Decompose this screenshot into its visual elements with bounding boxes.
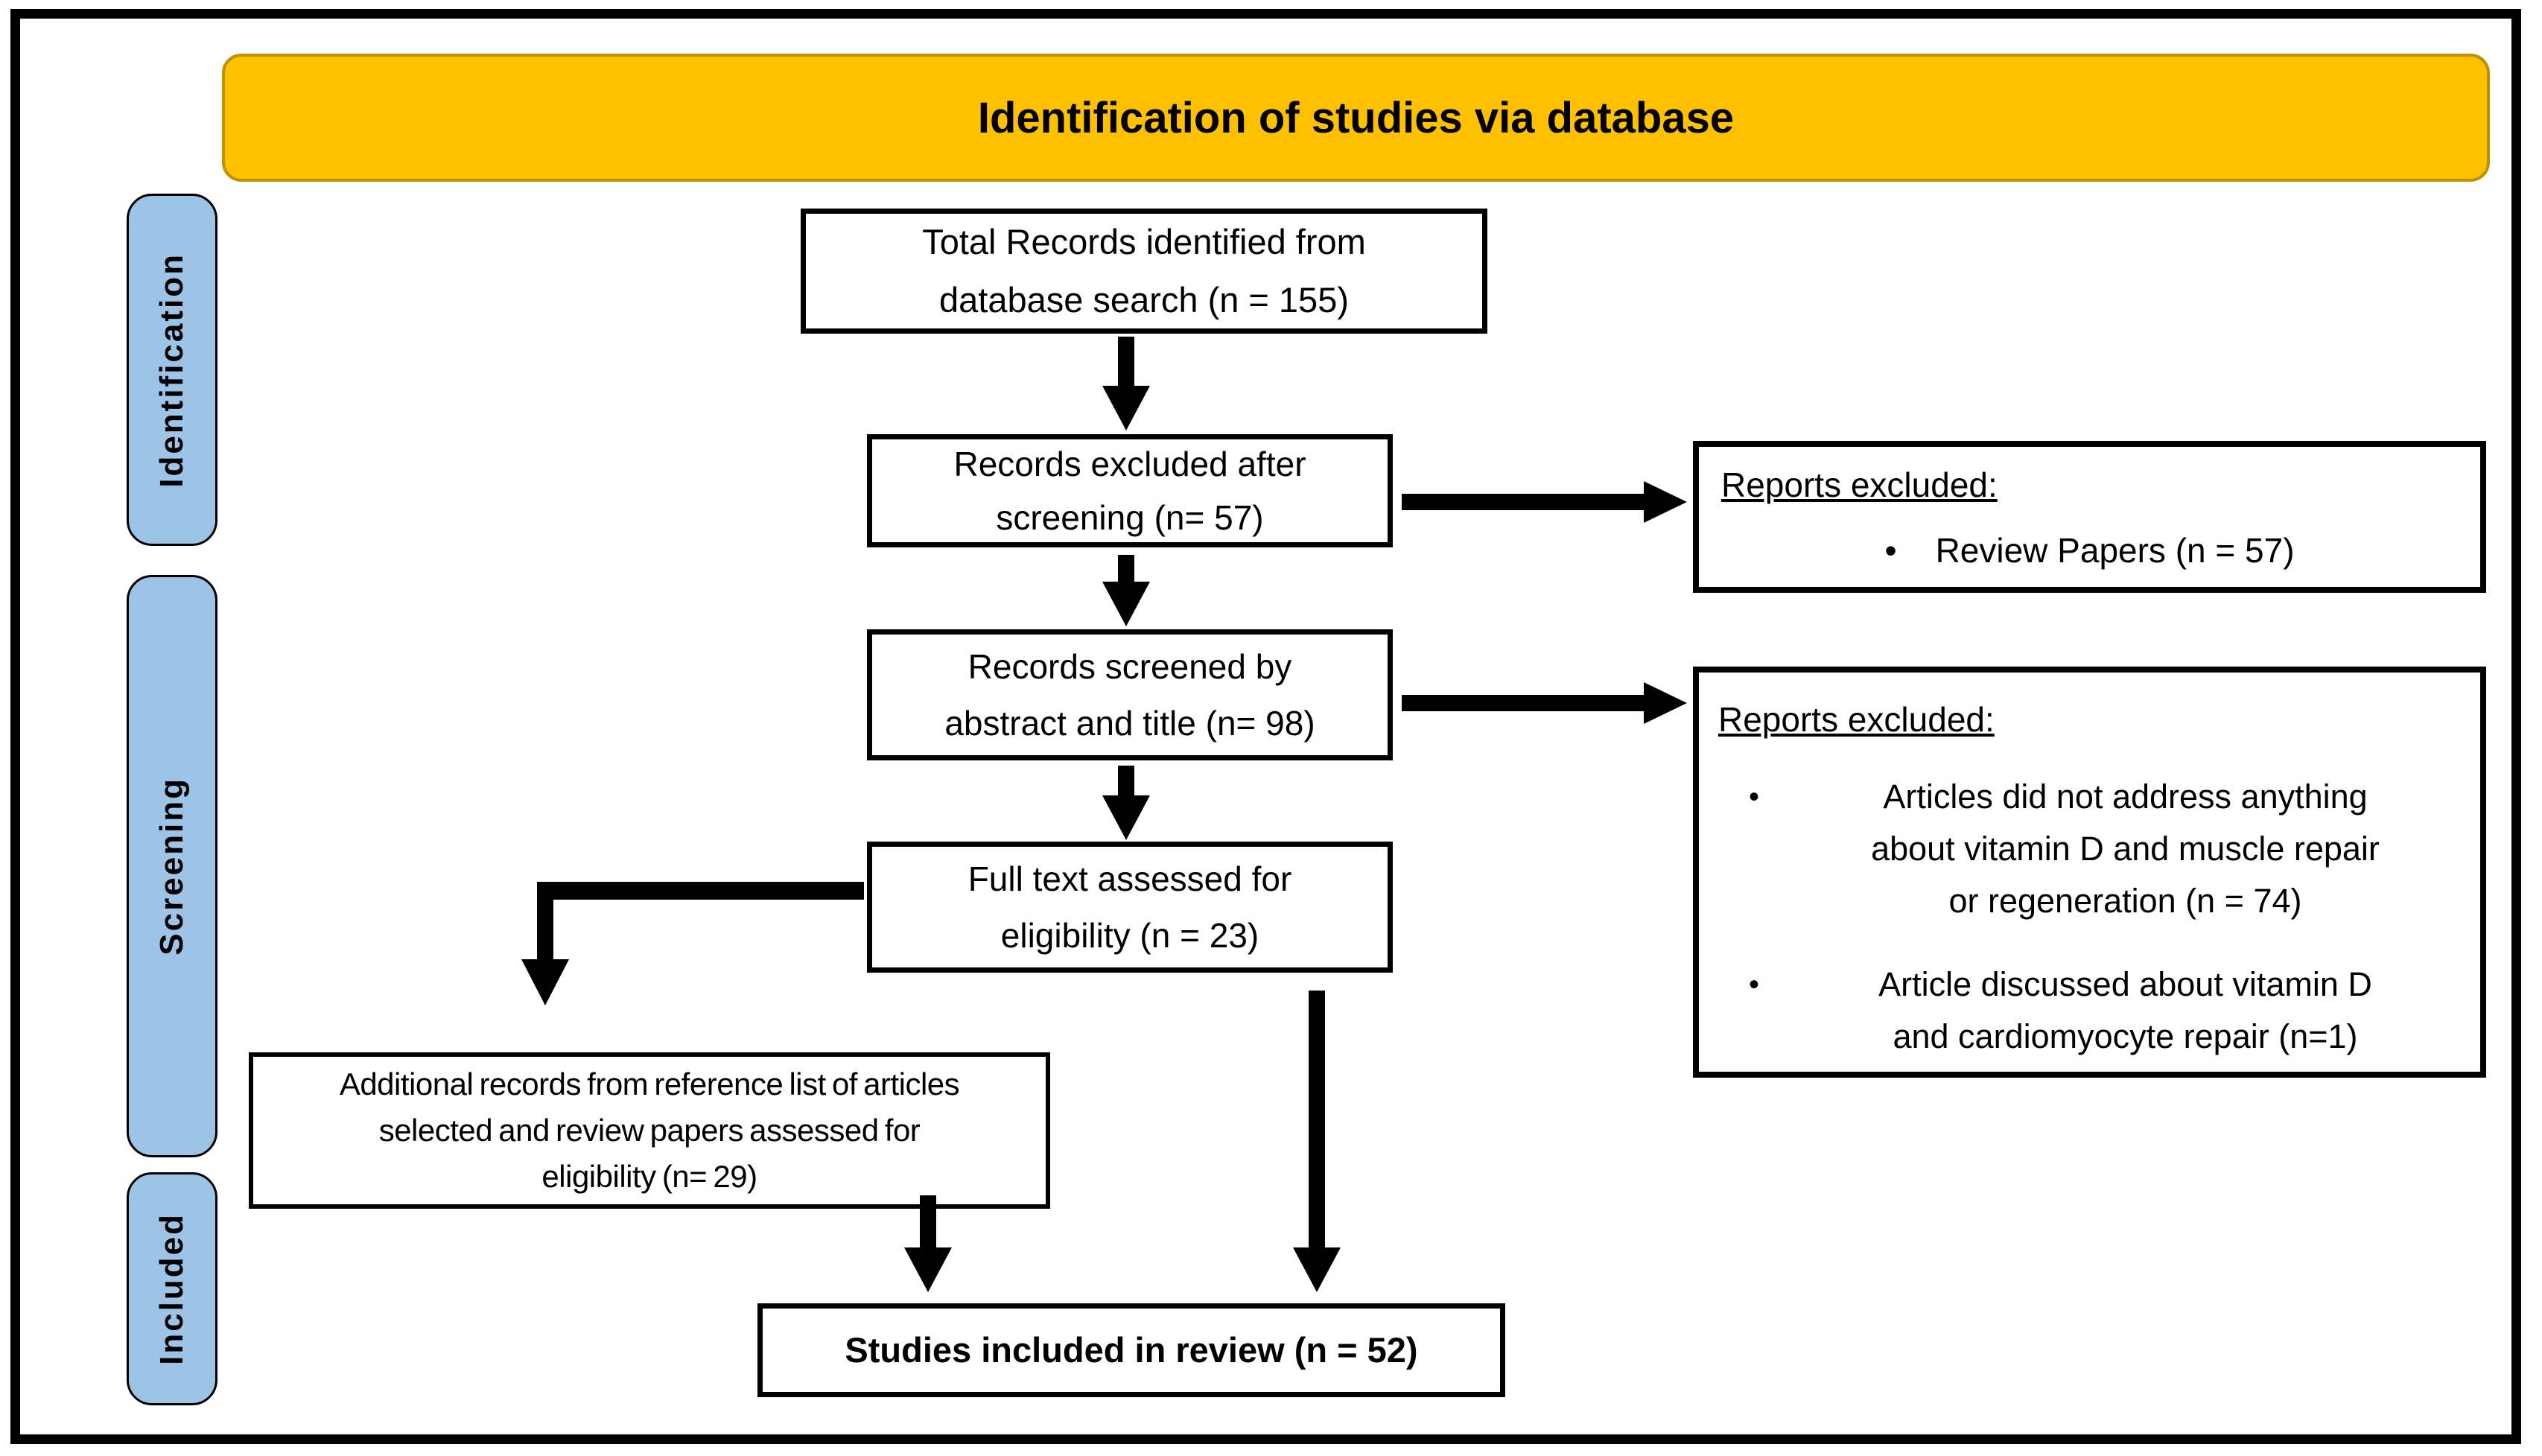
arrow-head-icon [904, 1247, 952, 1292]
box-full-text-line1: Full text assessed for [967, 859, 1292, 898]
box-total-records-line1: Total Records identified from [922, 222, 1366, 261]
reports-excluded-top-heading: Reports excluded: [1721, 465, 1998, 504]
arrow-shaft [1118, 555, 1134, 583]
stage-label-included-text: Included [153, 1212, 190, 1365]
item2-line1: Article discussed about vitamin D [1878, 965, 2372, 1003]
arrow-fulltext-to-additional-horizontal [538, 882, 864, 900]
arrow-shaft [1309, 991, 1325, 1249]
reports-excluded-top-item-text: Review Papers (n = 57) [1935, 531, 2295, 570]
box-additional-records-line3: eligibility (n= 29) [541, 1159, 757, 1194]
item2-line2: and cardiomyocyte repair (n=1) [1893, 1017, 2358, 1055]
arrow-shaft [1118, 766, 1134, 797]
box-total-records: Total Records identified from database s… [801, 209, 1487, 334]
box-additional-records-line1: Additional records from reference list o… [339, 1066, 960, 1101]
reports-excluded-top-item: • Review Papers (n = 57) [1721, 530, 2458, 570]
reports-excluded-bottom-item2-text: Article discussed about vitamin D and ca… [1790, 959, 2461, 1063]
header-banner: Identification of studies via database [222, 54, 2490, 182]
stage-label-identification-text: Identification [153, 252, 190, 488]
arrow-additional-to-final [904, 1195, 952, 1292]
arrow-head-icon [1293, 1247, 1341, 1292]
stage-label-included: Included [127, 1172, 217, 1405]
stage-label-identification: Identification [127, 194, 217, 546]
header-title: Identification of studies via database [977, 93, 1735, 142]
bullet-icon: • [1884, 531, 1897, 570]
reports-excluded-bottom-heading: Reports excluded: [1718, 700, 1995, 739]
arrow-head-icon [1102, 386, 1150, 430]
box-reports-excluded-screening: Reports excluded: • Review Papers (n = 5… [1693, 441, 2486, 593]
stage-label-screening: Screening [127, 575, 217, 1157]
arrow-head-icon [1644, 682, 1687, 724]
item1-line1: Articles did not address anything [1883, 778, 2368, 816]
arrow-shaft [1402, 695, 1645, 711]
box-reports-excluded-fulltext: Reports excluded: • Articles did not add… [1693, 667, 2486, 1078]
box-records-excluded-line1: Records excluded after [953, 445, 1306, 483]
bullet-icon: • [1748, 968, 1759, 1001]
arrow-head-icon [1102, 582, 1150, 626]
item1-line3: or regeneration (n = 74) [1948, 882, 2302, 920]
bullet-icon: • [1748, 781, 1759, 813]
arrow-fulltext-to-additional-vertical [537, 882, 553, 961]
box-studies-included-text: Studies included in review (n = 52) [845, 1330, 1418, 1370]
box-records-excluded: Records excluded after screening (n= 57) [867, 434, 1393, 547]
reports-excluded-bottom-item1-text: Articles did not address anything about … [1790, 771, 2461, 927]
arrow-head-icon [521, 959, 569, 1005]
outer-border [10, 9, 2521, 1444]
item1-line2: about vitamin D and muscle repair [1871, 830, 2380, 868]
box-records-screened-line2: abstract and title (n= 98) [944, 704, 1315, 743]
arrow-excluded-to-reports [1402, 481, 1687, 523]
reports-excluded-bottom-item2: • Article discussed about vitamin D and … [1718, 959, 2461, 1063]
box-records-screened-line1: Records screened by [967, 647, 1292, 686]
arrow-screened-to-reports [1402, 682, 1687, 724]
stage-label-screening-text: Screening [153, 777, 190, 956]
box-full-text-assessed: Full text assessed for eligibility (n = … [867, 842, 1393, 973]
box-additional-records-line2: selected and review papers assessed for [378, 1113, 921, 1148]
box-full-text-line2: eligibility (n = 23) [1000, 916, 1259, 955]
arrow-head-icon [1102, 795, 1150, 840]
reports-excluded-bottom-item1: • Articles did not address anything abou… [1718, 771, 2461, 927]
box-total-records-line2: database search (n = 155) [938, 280, 1349, 320]
arrow-shaft [920, 1195, 936, 1249]
box-records-screened: Records screened by abstract and title (… [867, 629, 1393, 760]
box-records-excluded-line2: screening (n= 57) [996, 498, 1264, 537]
arrow-head-icon [1644, 481, 1687, 523]
arrow-screened-to-fulltext [1102, 766, 1150, 840]
box-studies-included: Studies included in review (n = 52) [757, 1303, 1505, 1397]
box-additional-records: Additional records from reference list o… [249, 1052, 1050, 1209]
arrow-fulltext-to-final [1293, 991, 1341, 1292]
arrow-shaft [1402, 494, 1645, 510]
arrow-shaft [1118, 337, 1134, 387]
arrow-excluded-to-screened [1102, 555, 1150, 626]
arrow-total-to-excluded [1102, 337, 1150, 430]
